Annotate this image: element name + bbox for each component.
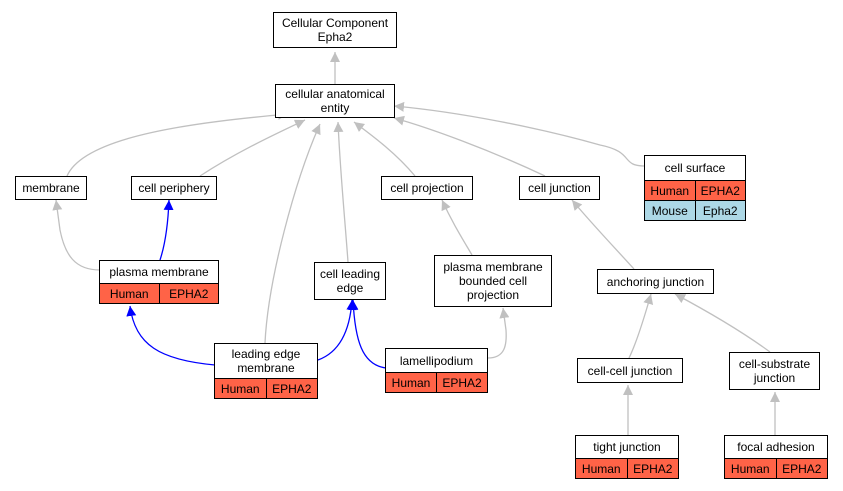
edge-membrane-cae — [66, 109, 289, 177]
gene-cell: EPHA2 — [158, 284, 219, 303]
node-root[interactable]: Cellular Component Epha2 — [273, 12, 397, 48]
node-title-text: Cellular Component Epha2 — [281, 16, 389, 44]
node-membrane[interactable]: membrane — [15, 176, 87, 200]
node-title-text: focal adhesion — [737, 440, 815, 454]
node-title: leading edge membrane — [215, 344, 317, 378]
edge-lem-leading-blue — [317, 299, 357, 361]
edge-anchoring-junction — [571, 199, 635, 270]
node-title-text: lamellipodium — [399, 353, 474, 368]
annotation-row-mouse: Mouse Epha2 — [645, 200, 745, 220]
edge-projection-cae — [353, 121, 416, 177]
annotation-row-human: Human EPHA2 — [645, 180, 745, 200]
node-title-text: cell-cell junction — [587, 363, 673, 378]
node-title: focal adhesion — [725, 436, 827, 458]
node-title-text: membrane — [22, 181, 80, 195]
node-title: Cellular Component Epha2 — [274, 13, 396, 47]
node-leading[interactable]: cell leading edge — [314, 262, 386, 300]
node-title-text: cell surface — [664, 161, 726, 175]
node-title: anchoring junction — [598, 270, 713, 293]
edge-leading-cae — [333, 121, 349, 263]
gene-cell: EPHA2 — [775, 459, 828, 478]
node-title: cell-cell junction — [578, 359, 682, 382]
species-cell: Human — [109, 286, 149, 301]
node-title-text: cellular anatomical entity — [285, 87, 385, 115]
node-title: cellular anatomical entity — [276, 85, 394, 117]
gene-cell: Epha2 — [694, 201, 746, 220]
node-cae[interactable]: cellular anatomical entity — [275, 84, 395, 118]
node-title-text: anchoring junction — [606, 274, 705, 289]
species-cell: Human — [391, 375, 431, 390]
node-title-text: plasma membrane — [109, 265, 209, 279]
node-title-text: cell periphery — [138, 181, 210, 195]
node-anchoring[interactable]: anchoring junction — [597, 269, 714, 294]
node-pmbcp[interactable]: plasma membrane bounded cell projection — [434, 255, 552, 307]
node-title-text: leading edge membrane — [231, 347, 301, 375]
gene-cell: EPHA2 — [436, 373, 487, 392]
node-title: cell leading edge — [315, 263, 385, 299]
edge-pmbcp-projection — [441, 199, 473, 256]
species-cell: Human — [730, 461, 770, 476]
node-projection[interactable]: cell projection — [381, 176, 473, 200]
gene-cell: EPHA2 — [626, 459, 679, 478]
annotation-row-human: Human EPHA2 — [576, 458, 678, 478]
gene-cell: EPHA2 — [694, 181, 746, 200]
node-title: cell surface — [645, 156, 745, 180]
node-title: cell periphery — [132, 177, 216, 199]
node-title: tight junction — [576, 436, 678, 458]
species-cell: Mouse — [651, 203, 688, 218]
edge-ccj-anchoring — [628, 293, 654, 359]
node-title: cell projection — [382, 177, 472, 199]
species-cell: Human — [650, 183, 690, 198]
node-title-text: cell projection — [390, 181, 464, 195]
annotation-row-human: Human EPHA2 — [100, 283, 218, 303]
edge-lem-pm-blue — [126, 305, 216, 366]
annotation-row-human: Human EPHA2 — [725, 458, 827, 478]
node-title-text: cell leading edge — [319, 267, 381, 295]
node-title-text: cell-substrate junction — [738, 357, 811, 385]
node-title: lamellipodium — [386, 349, 487, 372]
node-title-text: tight junction — [593, 440, 661, 454]
edge-surface-cae — [393, 101, 646, 167]
node-junction[interactable]: cell junction — [519, 176, 600, 200]
node-title: plasma membrane bounded cell projection — [435, 256, 551, 306]
node-periphery[interactable]: cell periphery — [131, 176, 217, 200]
gene-cell: EPHA2 — [265, 379, 318, 398]
edge-lem-cae — [264, 123, 321, 344]
edge-lamelli-leading-blue — [348, 299, 387, 369]
edge-periphery-cae — [199, 119, 306, 177]
node-title: plasma membrane — [100, 261, 218, 283]
edge-pm-membrane — [52, 199, 101, 271]
species-cell: Human — [220, 381, 260, 396]
edge-csj-anchoring — [674, 293, 771, 353]
edge-pm-periphery-blue — [159, 199, 174, 261]
species-cell: Human — [581, 461, 621, 476]
annotation-row-human: Human EPHA2 — [215, 378, 317, 398]
node-title: membrane — [16, 177, 86, 199]
node-ccj[interactable]: cell-cell junction — [577, 358, 683, 383]
edge-lamelli-pmbcp — [487, 307, 510, 359]
node-csj[interactable]: cell-substrate junction — [729, 352, 820, 390]
node-title: cell-substrate junction — [730, 353, 819, 389]
node-title: cell junction — [520, 177, 599, 199]
node-title-text: plasma membrane bounded cell projection — [443, 260, 543, 302]
node-title-text: cell junction — [528, 181, 591, 195]
annotation-row-human: Human EPHA2 — [386, 372, 487, 392]
edge-junction-cae — [393, 115, 546, 177]
